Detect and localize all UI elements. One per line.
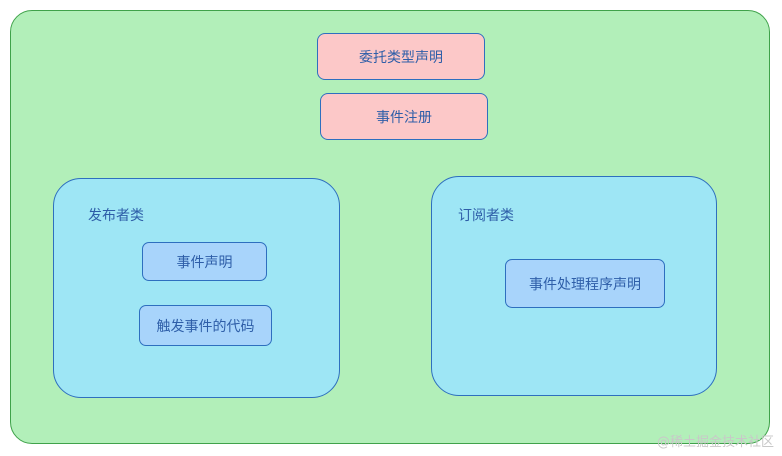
subscriber-class-box: 订阅者类 事件处理程序声明	[431, 176, 717, 396]
event-declaration-box: 事件声明	[142, 242, 267, 281]
publisher-class-title: 发布者类	[88, 208, 144, 224]
raise-event-code-box: 触发事件的代码	[139, 305, 272, 346]
delegate-type-declaration-box: 委托类型声明	[317, 33, 485, 80]
event-registration-box: 事件注册	[320, 93, 488, 140]
subscriber-class-title: 订阅者类	[458, 208, 514, 224]
publisher-class-box: 发布者类 事件声明 触发事件的代码	[53, 178, 340, 398]
watermark-text: @稀土掘金技术社区	[656, 435, 774, 450]
event-handler-declaration-box: 事件处理程序声明	[505, 259, 665, 308]
